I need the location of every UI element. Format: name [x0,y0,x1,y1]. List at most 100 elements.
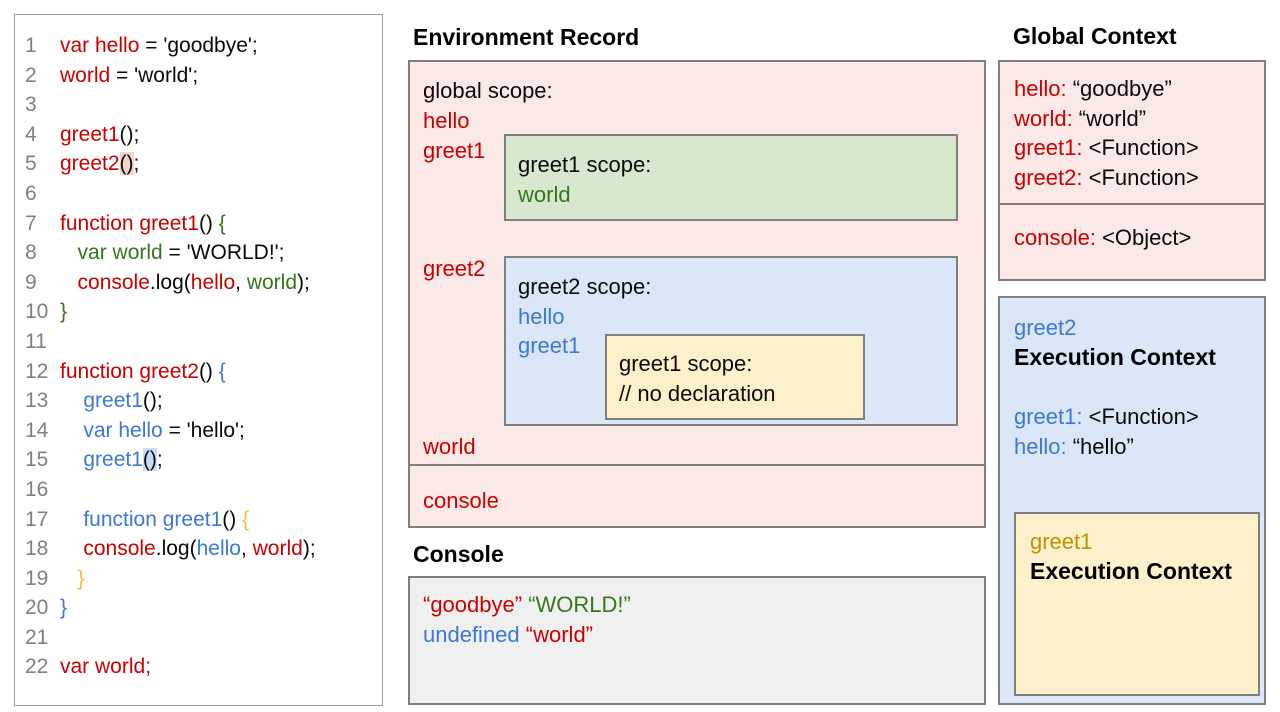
text-segment: console [77,270,150,294]
text-segment: () [198,359,219,383]
greet2-execution-context-name: greet2 [1014,313,1264,343]
text-segment: .log( [155,537,197,561]
text-segment: world [246,270,297,294]
text-segment: console [83,537,156,561]
text-segment: = 'WORLD!'; [162,241,285,265]
text-segment: <Function> [1082,404,1199,429]
text-segment: = 'goodbye'; [139,34,258,57]
greet2-scope-label: greet2 scope: [518,272,944,302]
code-line: 13 greet1(); [25,386,382,416]
code-line: 16 [25,475,382,505]
text-segment [60,508,83,531]
text-line: hello: “hello” [1014,432,1264,462]
text-segment: greet1 [423,138,486,163]
text-segment: var hello [60,34,140,57]
line-number: 7 [25,211,37,235]
spacer [1014,372,1264,402]
global-context-vars-box: hello: “goodbye”world: “world”greet1: <F… [998,60,1266,205]
greet1-scope-var-world: world [518,180,944,210]
line-number: 21 [25,625,49,649]
global-scope-label: global scope: [423,76,553,106]
text-segment: hello [423,108,470,133]
code-line: 18 console.log(hello, world); [25,534,382,564]
environment-record-title: Environment Record [413,24,640,50]
line-number: 22 [25,655,49,679]
line-number: 16 [25,477,49,501]
console-record-label: console [423,486,984,516]
global-var-greet2: greet2 [423,254,485,284]
line-number: 4 [25,122,37,146]
greet2-scope-box: greet2 scope: hello greet1 greet1 scope:… [504,256,958,426]
text-segment: “WORLD!” [528,592,631,617]
text-segment: <Function> [1082,135,1199,160]
text-segment: world: [1014,105,1073,131]
code-text: greet1(); [60,386,162,416]
greet2-scope-var-hello: hello [518,302,944,332]
text-segment: world [252,537,303,561]
console-title: Console [413,541,504,567]
text-segment: greet1 [60,122,120,146]
line-number: 2 [25,63,37,87]
code-line: 19 } [25,564,382,594]
text-segment: { [218,359,226,383]
text-segment: .log( [149,270,191,294]
code-line: 9 console.log(hello, world); [25,268,382,298]
line-number: 10 [25,300,49,324]
text-segment: var world [77,241,163,265]
text-segment: function greet2 [60,359,199,383]
console-output-box: “goodbye” “WORLD!”undefined “world” [408,576,986,705]
text-segment: hello [518,303,565,329]
text-segment: “hello” [1066,433,1134,459]
text-segment: greet1 [83,389,143,413]
code-text: console.log(hello, world); [60,534,316,564]
text-segment: () [198,211,219,235]
line-number: 12 [25,359,49,383]
greet1-execution-context-title: Execution Context [1030,557,1232,584]
text-segment: function greet1 [83,507,223,531]
global-var-greet1: greet1 [423,136,485,166]
line-number: 6 [25,181,37,205]
text-segment [60,419,83,442]
text-segment: greet1 [1030,529,1093,554]
text-segment: hello: [1014,76,1067,101]
text-segment: ); [302,537,316,561]
code-text: var hello = 'hello'; [60,416,245,446]
inner-greet1-scope-label: greet1 scope: [619,349,851,379]
code-line: 15 greet1(); [25,445,382,475]
code-text: console.log(hello, world); [60,268,310,298]
text-segment: world [60,63,111,87]
text-segment: ; [133,152,140,176]
text-segment [60,537,83,560]
text-segment [60,448,83,471]
text-segment: { [218,211,226,235]
inner-greet1-scope-box: greet1 scope: // no declaration [605,334,865,420]
text-segment: greet1: [1014,135,1083,160]
greet2-execution-context-title: Execution Context [1014,343,1216,370]
code-line: 12 function greet2() { [25,357,382,387]
code-text: } [60,564,85,594]
text-line: greet2: <Function> [1014,163,1264,193]
text-segment: greet1 scope: [518,152,652,177]
code-line: 8 var world = 'WORLD!'; [25,238,382,268]
text-segment: hello: [1014,433,1067,459]
greet1-execution-context-name: greet1 [1030,527,1258,557]
line-number: 19 [25,566,49,590]
text-segment: greet2: [1014,164,1083,190]
text-segment: greet1 [518,333,581,358]
text-segment: console: [1014,225,1096,250]
text-line: greet1: <Function> [1014,402,1264,432]
line-number: 13 [25,389,49,413]
text-segment [60,389,83,412]
text-segment: greet1 scope: [619,351,753,376]
code-text: var world; [60,652,151,682]
text-segment: <Object> [1095,225,1192,250]
greet1-scope-box: greet1 scope: world [504,134,958,221]
line-number: 18 [25,537,49,561]
greet2-execution-context-box: greet2 Execution Context greet1: <Functi… [998,296,1266,705]
